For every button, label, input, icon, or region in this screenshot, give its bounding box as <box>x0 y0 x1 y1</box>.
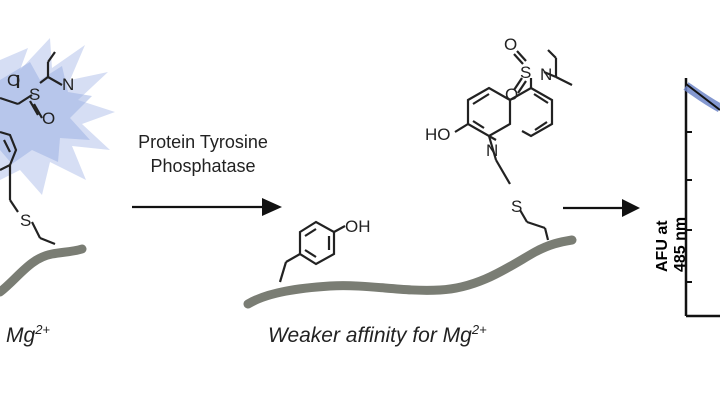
arrow-label: Protein Tyrosine Phosphatase <box>108 130 298 178</box>
caption-left: Mg2+ <box>6 322 50 348</box>
left-atoms: O S O N S <box>7 71 74 230</box>
caption-middle-base: Weaker affinity for Mg <box>268 324 472 347</box>
plot-y-label: AFU at 485 nm <box>654 216 689 272</box>
atom-n-ring-mid: N <box>486 141 498 160</box>
atom-o-left-2: O <box>42 109 55 128</box>
caption-left-sup: 2+ <box>35 322 51 337</box>
arrow-label-line1: Protein Tyrosine <box>138 132 268 152</box>
left-molecule <box>0 51 63 246</box>
atom-s-sulfonyl-mid: S <box>520 63 531 82</box>
atom-o-mid-1: O <box>504 35 517 54</box>
caption-left-base: Mg <box>6 324 36 347</box>
arrow-to-plot <box>563 199 640 217</box>
atom-s-linker-left: S <box>20 211 31 230</box>
atom-s-sulfonyl-left: S <box>29 85 40 104</box>
atom-ho-mid: HO <box>425 125 451 144</box>
atom-oh-tyrosine: OH <box>345 217 371 236</box>
fluorescence-plot <box>683 78 720 318</box>
caption-middle-sup: 2+ <box>471 322 487 337</box>
arrow-phosphatase <box>132 198 282 216</box>
tyrosine-residue <box>278 220 346 283</box>
peptide-left <box>0 244 87 297</box>
atom-o-mid-2: O <box>505 85 518 104</box>
middle-molecule <box>454 49 573 241</box>
atom-n-left: N <box>62 75 74 94</box>
arrow-label-line2: Phosphatase <box>150 156 256 176</box>
caption-middle: Weaker affinity for Mg2+ <box>268 322 487 348</box>
plot-fit-line <box>685 83 720 111</box>
atom-o-left: O <box>7 71 20 90</box>
middle-atoms: S O O N HO N S <box>425 35 552 216</box>
fluorescence-glow <box>0 38 115 195</box>
atom-s-linker-mid: S <box>511 197 522 216</box>
atom-n-mid: N <box>540 65 552 84</box>
peptide-middle <box>243 235 577 309</box>
